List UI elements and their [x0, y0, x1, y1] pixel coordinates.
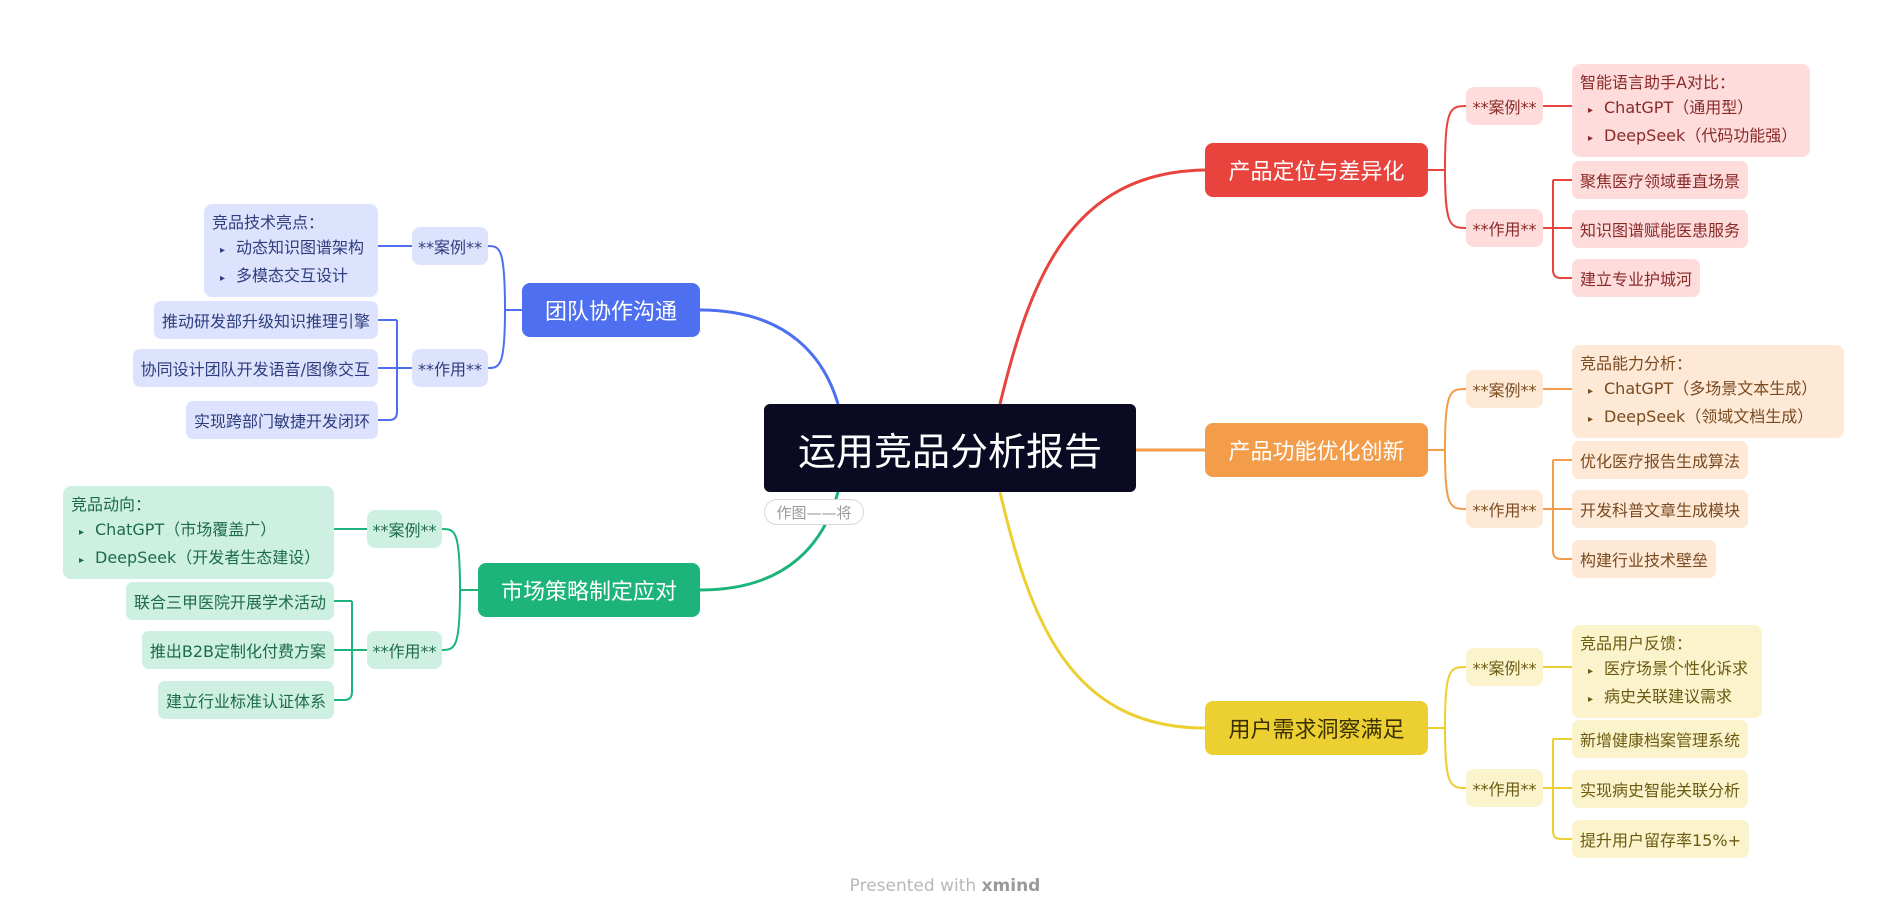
team-role-item[interactable]: 实现跨部门敏捷开发闭环	[185, 401, 378, 439]
features-role-item[interactable]: 构建行业技术壁垒	[1572, 540, 1717, 578]
features-case-label[interactable]: **案例**	[1466, 370, 1543, 408]
features-role-label[interactable]: **作用**	[1466, 490, 1543, 528]
team-case-label[interactable]: **案例**	[412, 227, 488, 265]
users-case-label[interactable]: **案例**	[1466, 648, 1543, 686]
case-item: ▸病史关联建议需求	[1580, 684, 1754, 712]
features-case-note[interactable]: 竞品能力分析： ▸ChatGPT（多场景文本生成） ▸DeepSeek（领域文档…	[1572, 345, 1844, 438]
case-item: ▸DeepSeek（开发者生态建设）	[71, 545, 326, 573]
case-title: 竞品用户反馈：	[1580, 634, 1693, 653]
users-role-item[interactable]: 实现病史智能关联分析	[1572, 770, 1749, 808]
case-title: 竞品技术亮点：	[212, 213, 325, 232]
case-item: ▸多模态交互设计	[212, 263, 370, 291]
branch-users[interactable]: 用户需求洞察满足	[1205, 701, 1428, 755]
bullet-icon: ▸	[220, 245, 226, 256]
case-item: ▸动态知识图谱架构	[212, 235, 370, 263]
branch-positioning[interactable]: 产品定位与差异化	[1205, 143, 1428, 197]
market-case-label[interactable]: **案例**	[367, 510, 442, 548]
case-title: 竞品动向：	[71, 495, 152, 514]
branch-market[interactable]: 市场策略制定应对	[478, 563, 700, 617]
author-tag: 作图——将	[764, 499, 864, 525]
presented-with-footer: Presented with xmind	[0, 876, 1890, 896]
bullet-icon: ▸	[1588, 694, 1594, 705]
central-topic[interactable]: 运用竞品分析报告	[764, 404, 1136, 492]
bullet-icon: ▸	[79, 555, 85, 566]
market-role-item[interactable]: 建立行业标准认证体系	[157, 681, 334, 719]
market-case-note[interactable]: 竞品动向： ▸ChatGPT（市场覆盖广） ▸DeepSeek（开发者生态建设）	[63, 486, 334, 579]
users-role-item[interactable]: 新增健康档案管理系统	[1572, 720, 1749, 758]
case-title: 智能语言助手A对比：	[1580, 73, 1735, 92]
team-role-item[interactable]: 协同设计团队开发语音/图像交互	[132, 349, 378, 387]
bullet-icon: ▸	[1588, 386, 1594, 397]
positioning-role-item[interactable]: 建立专业护城河	[1572, 259, 1701, 297]
case-item: ▸ChatGPT（多场景文本生成）	[1580, 376, 1836, 404]
bullet-icon: ▸	[220, 273, 226, 284]
xmind-brand: xmind	[981, 876, 1041, 896]
bullet-icon: ▸	[1588, 105, 1594, 116]
team-role-label[interactable]: **作用**	[412, 349, 488, 387]
bullet-icon: ▸	[1588, 666, 1594, 677]
case-item: ▸ChatGPT（市场覆盖广）	[71, 517, 326, 545]
users-case-note[interactable]: 竞品用户反馈： ▸医疗场景个性化诉求 ▸病史关联建议需求	[1572, 625, 1762, 718]
case-title: 竞品能力分析：	[1580, 354, 1693, 373]
positioning-role-label[interactable]: **作用**	[1466, 209, 1543, 247]
market-role-item[interactable]: 推出B2B定制化付费方案	[141, 631, 334, 669]
positioning-case-label[interactable]: **案例**	[1466, 87, 1543, 125]
positioning-role-item[interactable]: 知识图谱赋能医患服务	[1572, 210, 1749, 248]
team-case-note[interactable]: 竞品技术亮点： ▸动态知识图谱架构 ▸多模态交互设计	[204, 204, 378, 297]
bullet-icon: ▸	[79, 527, 85, 538]
positioning-role-item[interactable]: 聚焦医疗领域垂直场景	[1572, 161, 1749, 199]
features-role-item[interactable]: 开发科普文章生成模块	[1572, 490, 1749, 528]
case-item: ▸DeepSeek（领域文档生成）	[1580, 404, 1836, 432]
bullet-icon: ▸	[1588, 414, 1594, 425]
features-role-item[interactable]: 优化医疗报告生成算法	[1572, 441, 1749, 479]
footer-prefix: Presented with	[849, 876, 982, 896]
team-role-item[interactable]: 推动研发部升级知识推理引擎	[153, 301, 378, 339]
market-role-label[interactable]: **作用**	[367, 631, 442, 669]
branch-features[interactable]: 产品功能优化创新	[1205, 423, 1428, 477]
market-role-item[interactable]: 联合三甲医院开展学术活动	[125, 582, 334, 620]
branch-team[interactable]: 团队协作沟通	[522, 283, 700, 337]
positioning-case-note[interactable]: 智能语言助手A对比： ▸ChatGPT（通用型） ▸DeepSeek（代码功能强…	[1572, 64, 1810, 157]
case-item: ▸DeepSeek（代码功能强）	[1580, 123, 1802, 151]
users-role-label[interactable]: **作用**	[1466, 769, 1543, 807]
case-item: ▸ChatGPT（通用型）	[1580, 95, 1802, 123]
case-item: ▸医疗场景个性化诉求	[1580, 656, 1754, 684]
bullet-icon: ▸	[1588, 133, 1594, 144]
users-role-item[interactable]: 提升用户留存率15%+	[1572, 820, 1749, 858]
